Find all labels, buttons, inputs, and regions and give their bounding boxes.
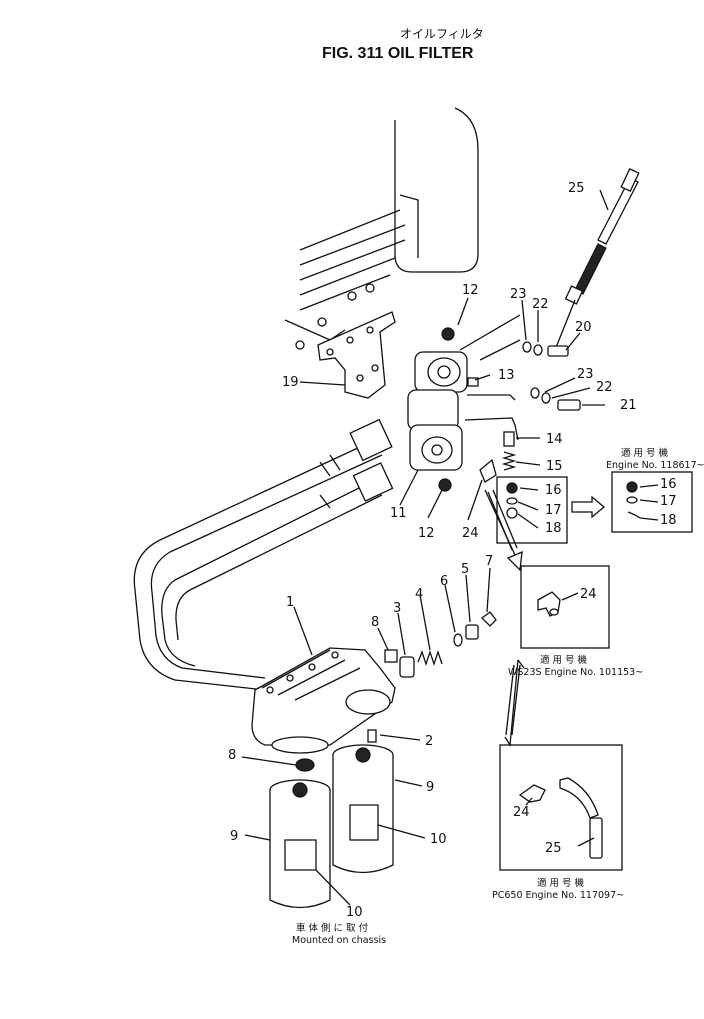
callout-8-upper: 8: [371, 615, 379, 630]
connection-arrows: [484, 489, 525, 747]
inset-b: [520, 565, 610, 649]
inset-a-header: 適 用 号 機: [621, 447, 669, 459]
inset-c: [499, 744, 623, 871]
callout-5: 5: [461, 562, 469, 577]
filter-base: [251, 647, 396, 754]
callout-16: 16: [545, 483, 562, 498]
mount-note-japanese: 車 体 側 に 取 付: [296, 922, 369, 934]
callout-18: 18: [545, 521, 562, 536]
valve-spring: [438, 431, 517, 492]
inset-c-header: 適 用 号 機: [537, 877, 585, 889]
callout-4: 4: [415, 587, 423, 602]
title-english: FIG. 311 OIL FILTER: [322, 45, 474, 62]
callout-19: 19: [282, 375, 299, 390]
title-japanese: オイルフィルタ: [400, 27, 484, 41]
callout-11: 11: [390, 506, 407, 521]
hose-assembly: [554, 167, 640, 351]
callout-10-lower: 10: [346, 905, 363, 920]
callout-17: 17: [545, 503, 562, 518]
relief-valve-parts: [295, 611, 497, 772]
engine-block: [284, 107, 479, 350]
bolts-washers: [441, 327, 581, 411]
callout-14: 14: [546, 432, 563, 447]
callout-9-left: 9: [230, 829, 238, 844]
callout-25: 25: [568, 181, 585, 196]
callout-23-lower: 23: [577, 367, 594, 382]
callout-13: 13: [498, 368, 515, 383]
callout-15: 15: [546, 459, 563, 474]
callout-12-top: 12: [462, 283, 479, 298]
callout-3: 3: [393, 601, 401, 616]
oil-pipes: [133, 314, 521, 691]
callout-20: 20: [575, 320, 592, 335]
callout-21: 21: [620, 398, 637, 413]
callout-22-lower: 22: [596, 380, 613, 395]
callout-24: 24: [462, 526, 479, 541]
inset-a-part-17: 17: [660, 494, 677, 509]
inset-a: [611, 471, 693, 533]
inset-b-header: 適 用 号 機: [540, 654, 588, 666]
filter-cartridges: [269, 744, 394, 909]
inset-a-part-18: 18: [660, 513, 677, 528]
callout-8-lower: 8: [228, 748, 236, 763]
callout-10-right: 10: [430, 832, 447, 847]
inset-b-part-24: 24: [580, 587, 597, 602]
mount-note-english: Mounted on chassis: [292, 935, 386, 946]
callout-labels: 25 23 22 20 12 13 19 23 22 21 14 15 16 1…: [228, 181, 637, 920]
callout-7: 7: [485, 554, 493, 569]
callout-23: 23: [510, 287, 527, 302]
callout-6: 6: [440, 574, 448, 589]
callout-22: 22: [532, 297, 549, 312]
inset-c-note: PC650 Engine No. 117097~: [492, 890, 624, 901]
callout-1: 1: [286, 595, 294, 610]
inset-c-part-24: 24: [513, 805, 530, 820]
parts-box-16-18: [496, 476, 606, 544]
callout-2: 2: [425, 734, 433, 749]
leader-lines: [241, 189, 659, 906]
inset-b-note: WS23S Engine No. 101153~: [508, 667, 643, 678]
callout-12-lower: 12: [418, 526, 435, 541]
bracket-part: [317, 311, 396, 399]
callout-9-right: 9: [426, 780, 434, 795]
inset-a-note: Engine No. 118617~: [606, 460, 704, 471]
filter-head-block: [407, 351, 468, 471]
inset-c-part-25: 25: [545, 841, 562, 856]
inset-a-part-16: 16: [660, 477, 677, 492]
